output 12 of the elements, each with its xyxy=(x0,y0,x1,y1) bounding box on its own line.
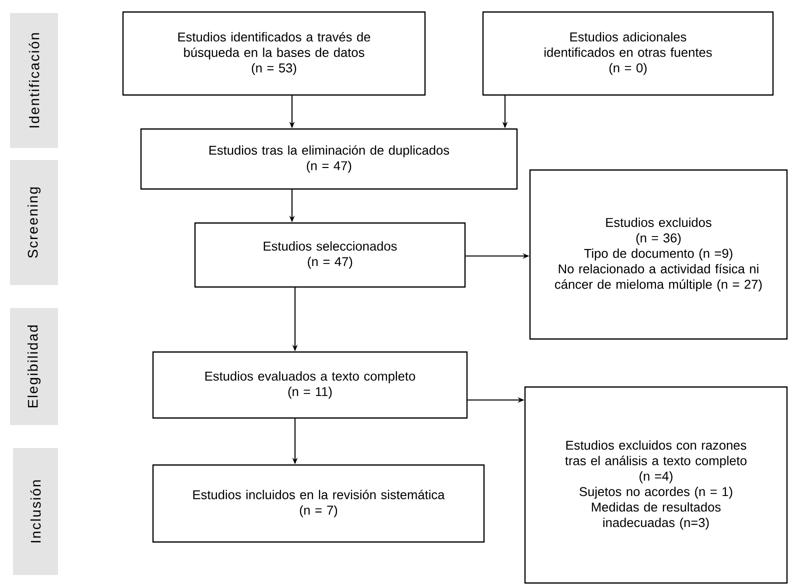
process-box: Estudios identificados a través de búsqueda en la bases de datos (n = 53) xyxy=(122,11,426,96)
process-box: Estudios seleccionados (n = 47) xyxy=(194,222,466,288)
phase-band: Identificación xyxy=(10,13,58,148)
phase-band: Elegibilidad xyxy=(10,308,58,425)
phase-band: Screening xyxy=(10,160,58,285)
process-box: Estudios excluidos con razones tras el análisis a texto completo (n =4) Sujetos no acordes (n = 1) Medidas de resultados inadecuadas (n=3) xyxy=(524,386,788,584)
phase-band: Inclusión xyxy=(13,448,58,575)
process-box: Estudios excluidos (n = 36) Tipo de documento (n =9) No relacionado a actividad física ni cáncer de mieloma múltiple (n = 27) xyxy=(529,169,788,340)
process-box: Estudios evaluados a texto completo (n = 11) xyxy=(152,351,468,419)
process-box: Estudios incluidos en la revisión sistemática (n = 7) xyxy=(152,464,485,543)
process-box: Estudios tras la eliminación de duplicados (n = 47) xyxy=(140,128,518,190)
process-box: Estudios adicionales identificados en otras fuentes (n = 0) xyxy=(482,11,774,96)
